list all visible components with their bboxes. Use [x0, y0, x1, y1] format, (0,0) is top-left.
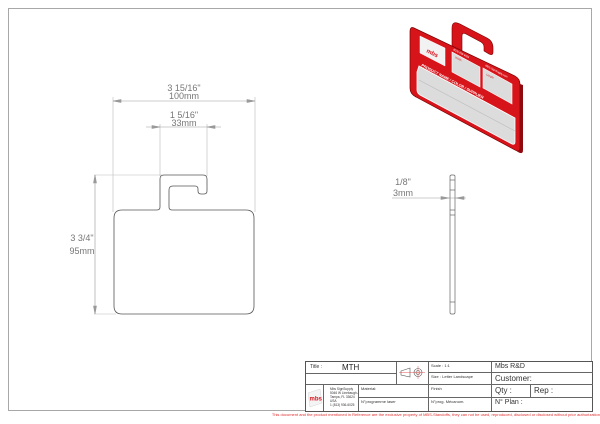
- size-cell: Size : Letter Landscape: [429, 373, 492, 385]
- third-angle-projection-icon: [399, 366, 425, 379]
- disclaimer-text: This document and the product mentioned …: [271, 412, 600, 417]
- address-cell: Mbs SignSupply 5046 W Linebaugh Ave Tamp…: [324, 385, 359, 411]
- dim-overall-width-mm: 100mm: [169, 91, 199, 101]
- dim-hook-width-inch: 1 5/16": [170, 110, 198, 120]
- title-spacer: [306, 374, 397, 385]
- mecanum-program-cell: N°prog. Mécanum.: [429, 398, 492, 411]
- laser-program-cell: N°programme laser: [359, 398, 429, 411]
- mbs-logo-icon: mbs: [307, 388, 323, 408]
- company-cell: Mbs R&D: [492, 362, 593, 373]
- svg-text:mbs: mbs: [310, 397, 323, 403]
- dim-overall-height-mm: 95mm: [69, 246, 94, 256]
- finish-cell: Finish: [429, 385, 492, 398]
- iso-logo: mbs: [425, 48, 439, 59]
- dim-thickness-mm: 3mm: [393, 188, 413, 198]
- qty-cell: Qty :: [492, 385, 531, 398]
- dim-overall-width-inch: 3 15/16": [167, 83, 200, 93]
- side-view: [449, 174, 456, 315]
- scale-cell: Scale : 1:1: [429, 362, 492, 373]
- front-view: [113, 174, 255, 315]
- title-block: Title : MTH Scale : 1:1 Size : Letter La…: [305, 361, 593, 412]
- logo-cell: mbs: [306, 385, 324, 411]
- isometric-view: mbs (813) 936-6025 MBS-SignSupply.com Wi…: [409, 22, 523, 154]
- address-line-5: 1 (813) 936-6025: [330, 403, 355, 407]
- title-value: MTH: [342, 363, 360, 372]
- tag-outline: [113, 174, 255, 315]
- address-line-4: USA: [330, 399, 337, 403]
- title-cell: Title : MTH: [306, 362, 397, 374]
- projection-symbol-cell: [397, 362, 429, 385]
- address-line-3: Tampa, FL 33624: [330, 395, 355, 399]
- customer-cell: Customer:: [492, 373, 593, 385]
- iso-length-label: Length:: [486, 72, 496, 80]
- iso-width-label: Width:: [455, 55, 464, 62]
- plan-number-cell: N° Plan :: [495, 399, 523, 406]
- address-line-1: Mbs SignSupply: [330, 387, 354, 391]
- address-line-2: 5046 W Linebaugh Ave: [330, 391, 358, 395]
- dim-hook-width-mm: 33mm: [171, 118, 196, 128]
- dim-overall-height-inch: 3 3/4": [70, 233, 93, 243]
- rep-cell: Rep :: [531, 385, 593, 398]
- iso-hook: [451, 22, 494, 59]
- dim-thickness-inch: 1/8": [395, 177, 411, 187]
- material-cell: Material:: [359, 385, 429, 398]
- title-label: Title :: [310, 364, 323, 370]
